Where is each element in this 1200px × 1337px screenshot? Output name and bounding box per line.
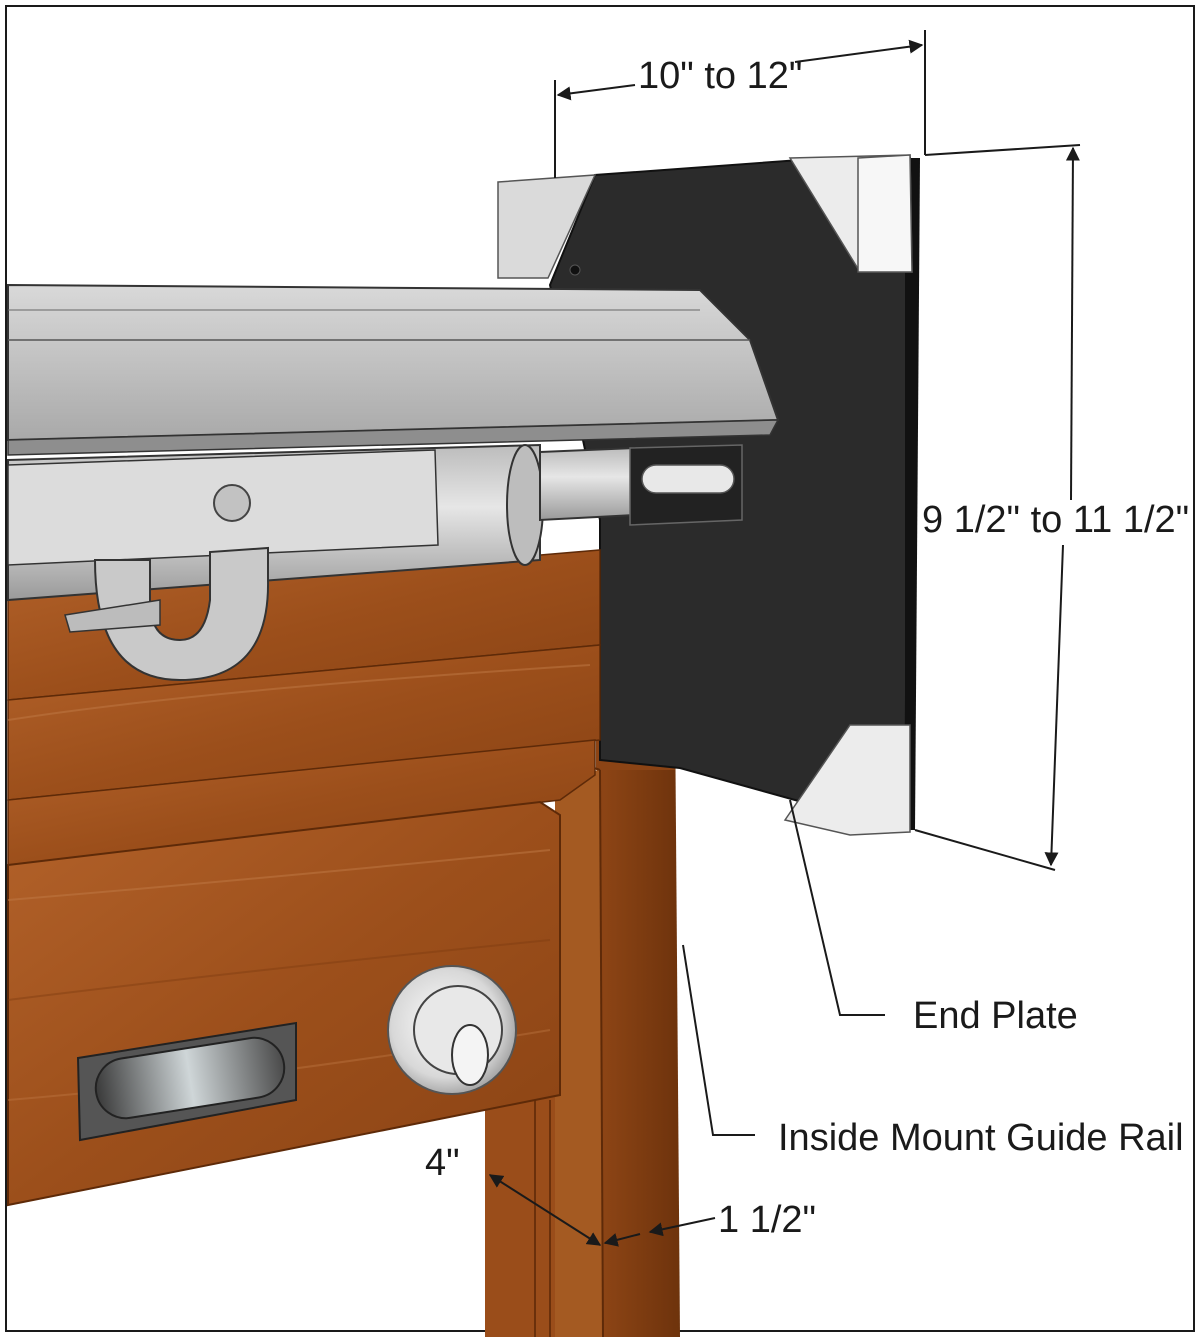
- pull-handle: [76, 1021, 297, 1142]
- height-arrow-down: [1044, 544, 1064, 867]
- axle-assembly: [7, 283, 780, 682]
- depth-arrow-right: [794, 39, 924, 63]
- dimension-lines: [488, 30, 1081, 1247]
- height-extension-top: [924, 144, 1081, 156]
- end-plate-leader: [789, 799, 885, 1016]
- height-arrow-up: [1065, 146, 1080, 501]
- guide-rail-label: Inside Mount Guide Rail: [778, 1117, 1184, 1159]
- height-dimension-label: 9 1/2" to 11 1/2": [922, 499, 1189, 541]
- guide-rail-leader: [682, 944, 755, 1136]
- bottom-bracket: [783, 724, 911, 836]
- rail-depth-arrow: [488, 1174, 602, 1246]
- depth-dimension-label: 10" to 12": [638, 55, 802, 97]
- end-plate-label: End Plate: [913, 995, 1078, 1037]
- height-extension-bottom: [914, 829, 1056, 871]
- lock-knob: [387, 965, 517, 1095]
- rail-width-label: 1 1/2": [718, 1199, 816, 1241]
- rail-depth-label: 4": [425, 1142, 460, 1184]
- depth-arrow-left: [556, 84, 636, 101]
- top-left-bracket: [497, 174, 597, 279]
- rail-width-arrow-right: [648, 1217, 716, 1237]
- rail-width-arrow-left: [603, 1233, 641, 1247]
